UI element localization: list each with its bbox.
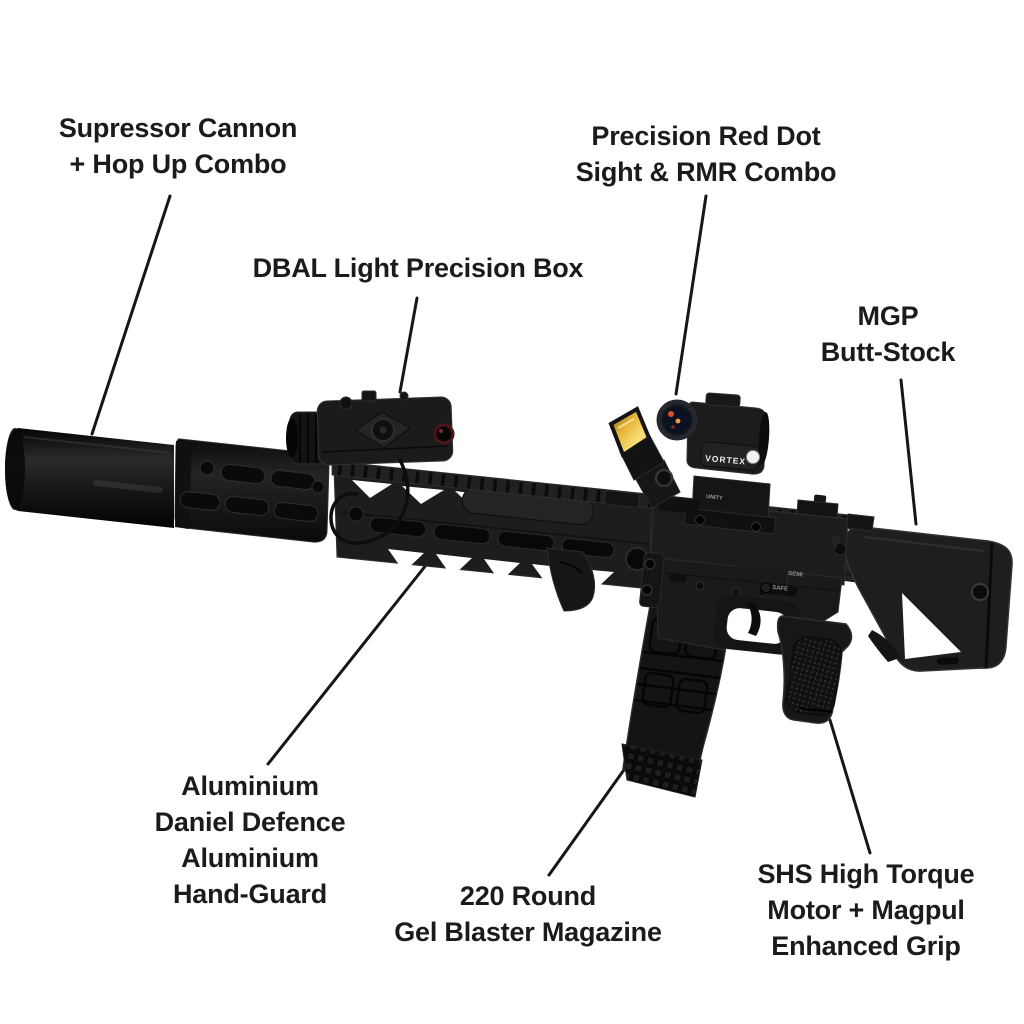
dbal-unit xyxy=(286,390,455,466)
label-line: Aluminium xyxy=(181,771,319,801)
selector-marking-semi: SEMI xyxy=(788,571,804,579)
trigger-guard xyxy=(713,595,801,655)
rmr-sight xyxy=(608,406,700,514)
butt-stock xyxy=(843,526,1013,672)
label-line: Daniel Defence xyxy=(154,807,346,837)
label-dbal: DBAL Light Precision Box xyxy=(253,250,584,286)
mount-brand-text: UNITY xyxy=(706,494,723,502)
label-suppressor: Supressor Cannon + Hop Up Combo xyxy=(58,110,298,182)
leader-line-red-dot xyxy=(674,194,708,396)
pistol-grip xyxy=(776,615,853,724)
label-line: DBAL Light Precision Box xyxy=(252,253,584,283)
trigger xyxy=(746,602,761,636)
label-line: Gel Blaster Magazine xyxy=(394,917,662,947)
optic-button xyxy=(746,450,760,464)
label-line: Motor + Magpul xyxy=(767,895,965,925)
label-line: Hand-Guard xyxy=(172,879,327,909)
label-line: + Hop Up Combo xyxy=(69,149,287,179)
label-handguard: Aluminium Daniel Defence Aluminium Hand-… xyxy=(155,768,346,912)
label-line: Aluminium xyxy=(181,843,319,873)
label-line: SHS High Torque xyxy=(757,859,975,889)
leader-line-handguard xyxy=(266,543,444,766)
red-dot-sight: UNITY VORTEX xyxy=(656,392,777,535)
label-magazine: 220 Round Gel Blaster Magazine xyxy=(394,878,662,950)
label-grip: SHS High Torque Motor + Magpul Enhanced … xyxy=(758,856,975,964)
leader-lines xyxy=(90,194,918,877)
leader-line-suppressor xyxy=(90,194,172,436)
front-rail-block xyxy=(604,490,640,508)
label-line: Butt-Stock xyxy=(820,337,956,367)
leader-line-butt-stock xyxy=(899,378,918,526)
selector-marking-safe: SAFE xyxy=(772,585,789,593)
label-line: Precision Red Dot xyxy=(591,121,821,151)
handguard-cutouts-bottom xyxy=(388,549,614,589)
label-line: Enhanced Grip xyxy=(771,931,961,961)
dbal-cable xyxy=(329,458,410,545)
label-line: Sight & RMR Combo xyxy=(575,157,837,187)
leader-line-grip xyxy=(828,718,872,855)
optic-brand-text: VORTEX xyxy=(705,453,747,467)
label-red-dot: Precision Red Dot Sight & RMR Combo xyxy=(576,118,837,190)
foregrip xyxy=(546,547,596,612)
label-butt-stock: MGP Butt-Stock xyxy=(821,298,956,370)
leader-line-magazine xyxy=(547,758,633,877)
mlok-slots xyxy=(369,516,615,558)
leader-line-dbal xyxy=(398,296,419,394)
magazine xyxy=(621,603,731,798)
label-line: Supressor Cannon xyxy=(58,113,298,143)
label-line: 220 Round xyxy=(459,881,597,911)
suppressor-cover xyxy=(174,438,330,543)
rmr-lens xyxy=(608,406,652,459)
rifle: SEMI SAFE xyxy=(5,390,1013,798)
label-line: MGP xyxy=(857,301,919,331)
suppressor-cannon xyxy=(5,428,174,528)
